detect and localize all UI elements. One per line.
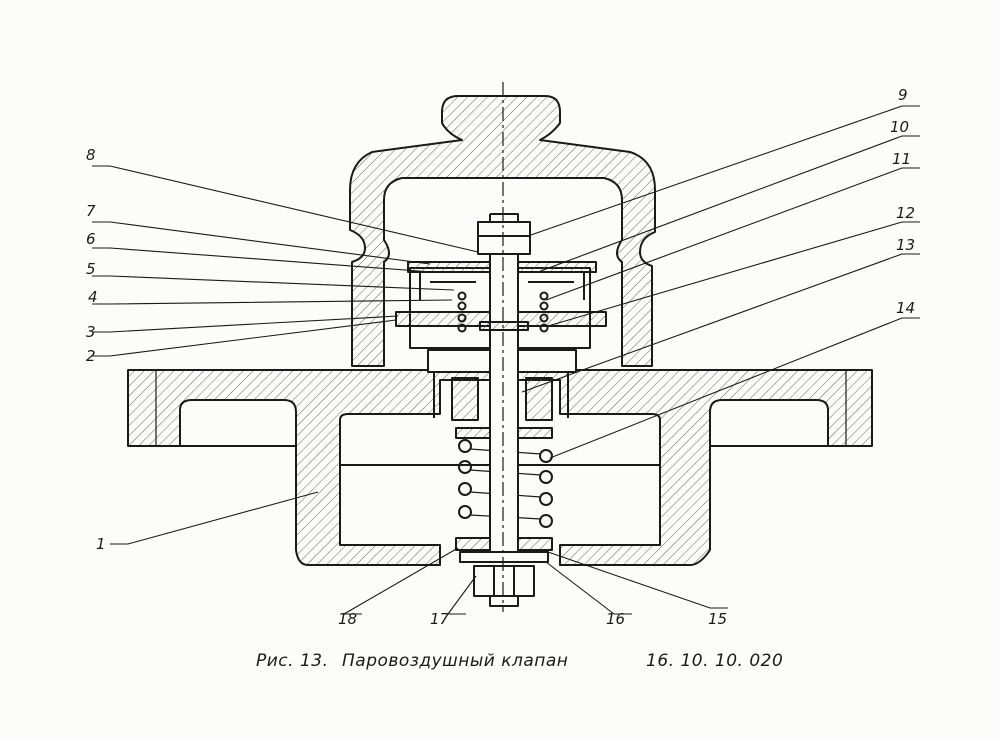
- stem-washer: [479, 321, 529, 331]
- valve-cap: [349, 95, 656, 367]
- label-2: 2: [86, 347, 96, 365]
- label-12: 12: [896, 204, 915, 222]
- upper-spring-right: [539, 291, 549, 333]
- caption-figure: Рис. 13.: [256, 651, 329, 671]
- caption-code: 16. 10. 10. 020: [646, 651, 784, 671]
- label-9: 9: [898, 86, 908, 104]
- top-nut: [477, 221, 531, 255]
- label-18: 18: [338, 610, 357, 628]
- label-1: 1: [96, 535, 106, 553]
- bottom-nut: [473, 565, 535, 597]
- flange-slot-right: [709, 399, 829, 447]
- label-13: 13: [896, 236, 915, 254]
- bottom-washer: [459, 551, 549, 563]
- label-5: 5: [86, 260, 96, 278]
- upper-spring-left: [457, 291, 467, 333]
- label-8: 8: [86, 146, 96, 164]
- valve-body: [127, 369, 873, 566]
- label-3: 3: [86, 323, 96, 341]
- label-15: 15: [708, 610, 727, 628]
- leader-lines: [92, 105, 920, 615]
- label-7: 7: [86, 202, 96, 220]
- label-6: 6: [86, 230, 96, 248]
- label-10: 10: [890, 118, 909, 136]
- flange-slot-left: [179, 399, 297, 447]
- label-4: 4: [88, 288, 98, 306]
- label-17: 17: [430, 610, 450, 628]
- upper-stem-guide: [451, 377, 553, 421]
- label-11: 11: [892, 150, 911, 168]
- label-14: 14: [896, 299, 915, 317]
- caption-title: Паровоздушный клапан: [342, 651, 569, 671]
- valve-stem: [489, 251, 519, 561]
- label-16: 16: [606, 610, 625, 628]
